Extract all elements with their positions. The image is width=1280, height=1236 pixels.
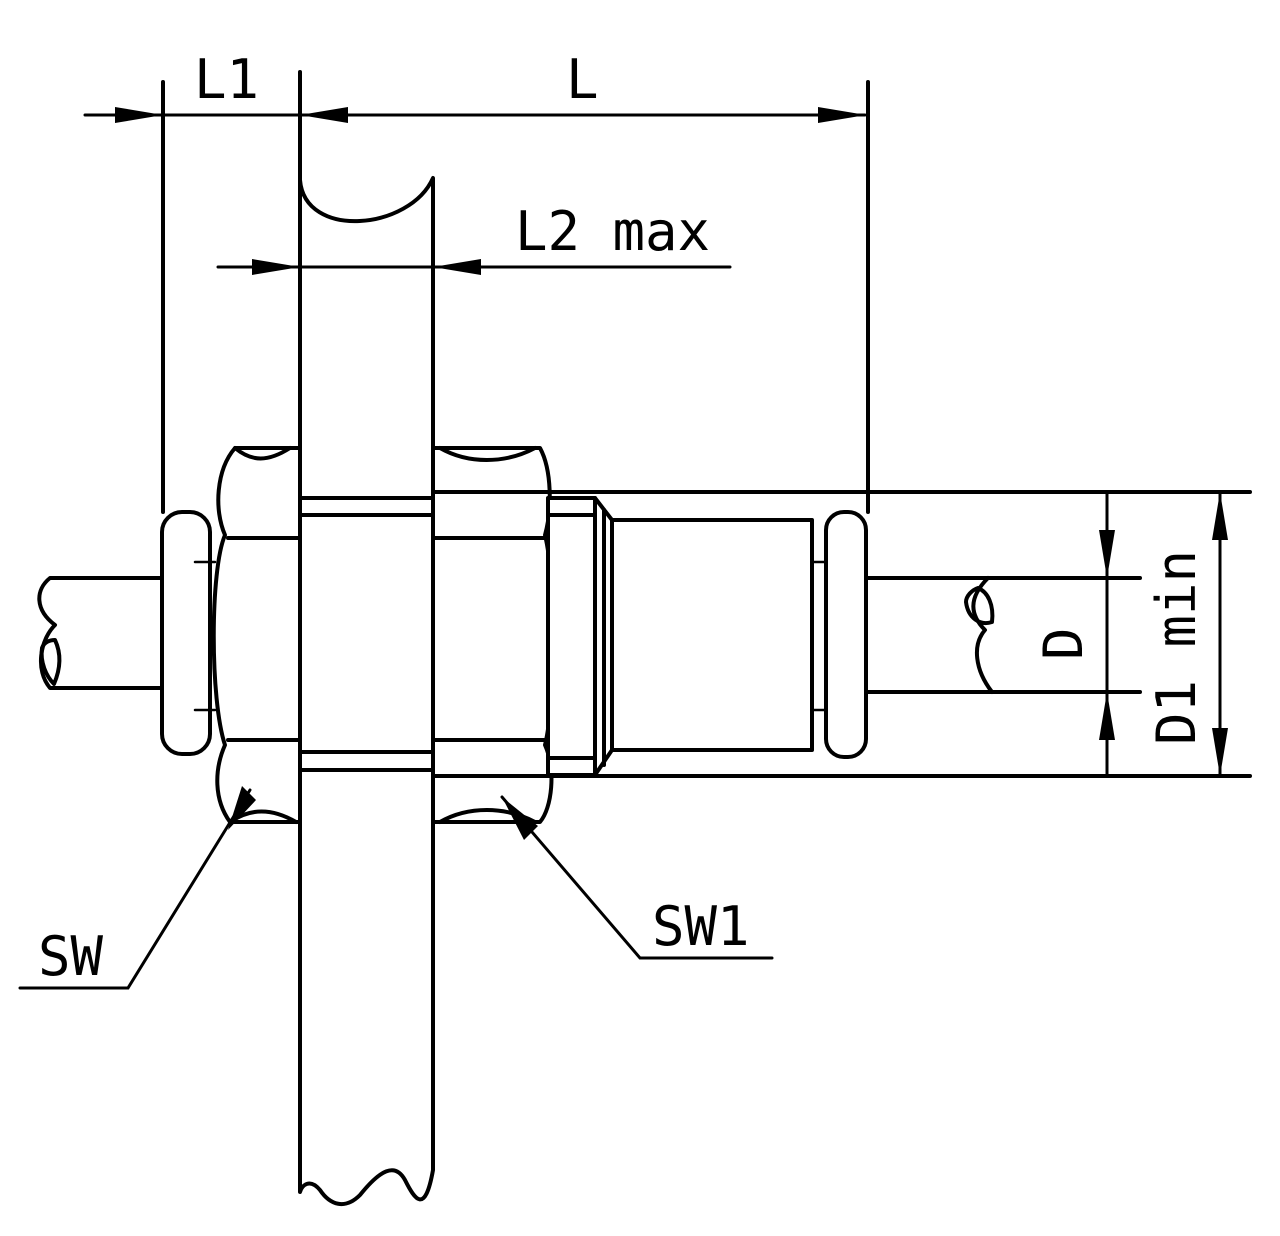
- label-l1: L1: [194, 48, 259, 111]
- panel-upper-section: [298, 176, 435, 500]
- dim-d: [1099, 490, 1115, 778]
- right-cable: [864, 576, 1142, 694]
- thread-extension: [546, 496, 614, 777]
- threaded-body: [298, 496, 435, 772]
- dim-d1min: [1212, 490, 1228, 778]
- label-d: D: [1032, 627, 1095, 660]
- label-l: L: [566, 48, 599, 111]
- label-sw: SW: [38, 925, 104, 988]
- mounting-panel: [298, 176, 435, 1206]
- leader-sw: [18, 786, 256, 990]
- dim-l2max: [216, 259, 732, 275]
- nut-sw: [211, 446, 302, 824]
- left-cable: [37, 576, 165, 690]
- left-washer: [160, 510, 212, 756]
- nut-sw1: [431, 446, 556, 824]
- label-d1min: D1 min: [1145, 550, 1208, 745]
- label-l2max: L2 max: [515, 200, 710, 263]
- leader-sw1: [500, 795, 774, 960]
- connector-body: [610, 518, 814, 752]
- dim-l1-l: [83, 107, 867, 123]
- right-washer: [824, 510, 868, 759]
- label-sw1: SW1: [652, 895, 750, 958]
- panel-lower-section: [298, 768, 435, 1206]
